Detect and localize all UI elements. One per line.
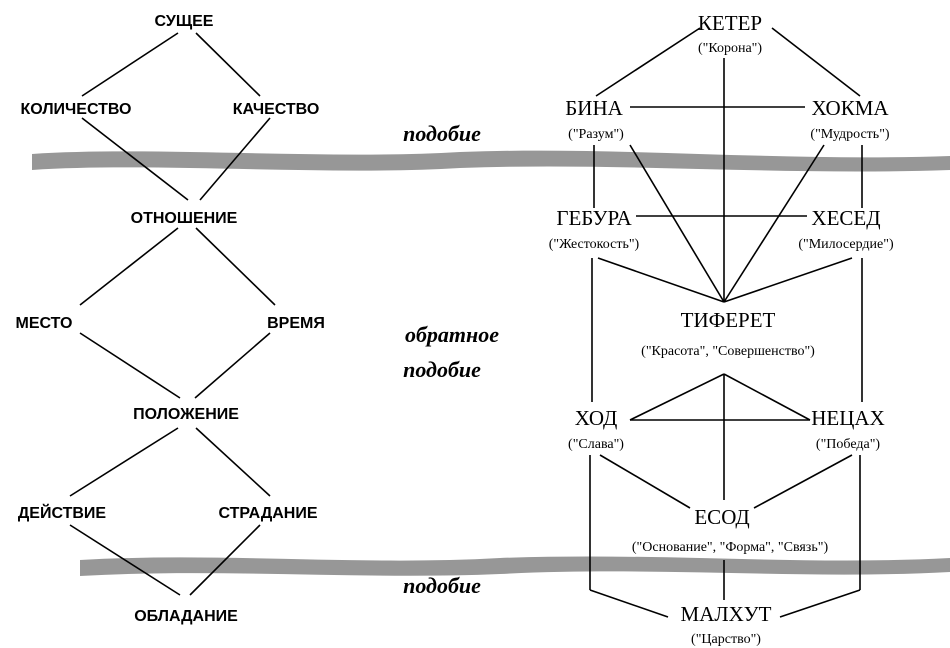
category-essence: СУЩЕЕ [155, 13, 214, 30]
label-likeness-top: подобие [403, 121, 481, 146]
label-inverse-line1: обратное [405, 322, 499, 347]
label-inverse-line2: подобие [403, 357, 481, 382]
category-place: МЕСТО [16, 315, 73, 332]
sefira-malkhut-meaning: ("Царство") [691, 632, 761, 647]
category-position: ПОЛОЖЕНИЕ [133, 406, 239, 423]
sefira-hokma: ХОКМА [811, 96, 889, 120]
sefira-keter-meaning: ("Корона") [698, 41, 762, 56]
connector-lines [69, 27, 863, 618]
sefira-keter: КЕТЕР [698, 11, 762, 35]
sefira-gebura: ГЕБУРА [556, 206, 632, 230]
band-top [32, 150, 950, 172]
sefira-netzah: НЕЦАХ [811, 406, 885, 430]
sefira-yesod-meaning: ("Основание", "Форма", "Связь") [632, 540, 829, 555]
category-action: ДЕЙСТВИЕ [18, 503, 107, 522]
sefira-netzah-meaning: ("Победа") [816, 437, 881, 452]
category-time: ВРЕМЯ [267, 315, 325, 332]
sefira-yesod: ЕСОД [694, 505, 749, 529]
sefira-bina-meaning: ("Разум") [568, 127, 624, 142]
label-likeness-bottom: подобие [403, 573, 481, 598]
sefira-bina: БИНА [565, 96, 623, 120]
sefira-hesed-meaning: ("Милосердие") [798, 237, 894, 252]
sefira-hesed: ХЕСЕД [811, 206, 880, 230]
category-quality: КАЧЕСТВО [233, 101, 320, 118]
category-possession: ОБЛАДАНИЕ [134, 608, 238, 625]
sefira-hod: ХОД [575, 406, 618, 430]
category-relation: ОТНОШЕНИЕ [131, 210, 238, 227]
sefira-tiferet: ТИФЕРЕТ [681, 308, 776, 332]
band-bottom [80, 556, 950, 576]
category-passion: СТРАДАНИЕ [218, 505, 317, 522]
sefira-hokma-meaning: ("Мудрость") [810, 127, 889, 142]
category-quantity: КОЛИЧЕСТВО [21, 101, 132, 118]
sefira-gebura-meaning: ("Жестокость") [549, 237, 640, 252]
sefira-tiferet-meaning: ("Красота", "Совершенство") [641, 344, 815, 359]
sefira-malkhut: МАЛХУТ [681, 602, 772, 626]
sefira-hod-meaning: ("Слава") [568, 437, 624, 452]
